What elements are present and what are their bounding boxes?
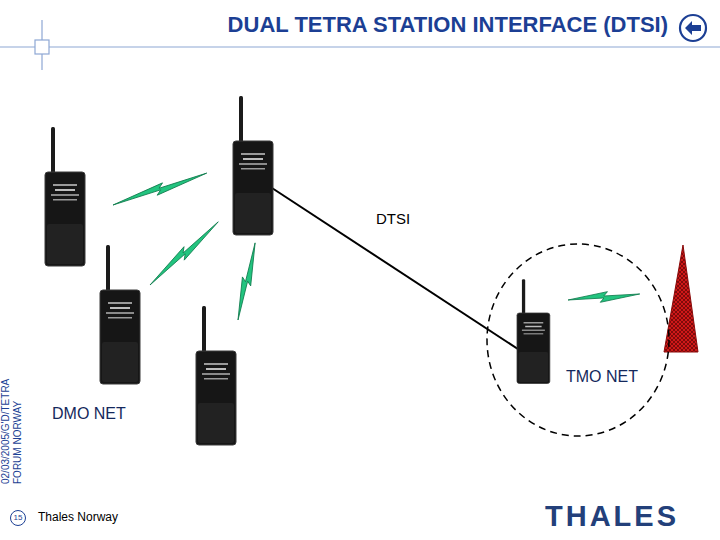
- back-button: [680, 15, 706, 41]
- zone-outline: [487, 244, 669, 436]
- zone-label: TMO NET: [566, 368, 638, 386]
- link-label: DTSI: [376, 210, 410, 227]
- radio-link: [233, 242, 260, 321]
- radio-terminal: [517, 279, 550, 383]
- footer-text: Thales Norway: [38, 510, 118, 524]
- radio-terminal: [196, 306, 236, 445]
- header-rule: [0, 46, 720, 47]
- radio-terminal: [45, 127, 85, 266]
- company-logo: THALES: [545, 500, 679, 533]
- dtsi-cable: [272, 188, 527, 355]
- slide-title: DUAL TETRA STATION INTERFACE (DTSI): [228, 12, 668, 38]
- radio-terminal: [233, 96, 273, 235]
- radio-terminal: [100, 245, 140, 384]
- side-note: 02/03/2005/G'D/TETRA FORUM NORWAY: [0, 366, 24, 484]
- radio-link: [111, 168, 208, 209]
- zone-outline: [486, 243, 670, 437]
- network-label: DMO NET: [52, 405, 126, 423]
- cross-mark: [35, 40, 49, 54]
- radio-link: [568, 289, 641, 305]
- page-number: 15: [8, 513, 28, 523]
- network-zone: TMO NET: [486, 243, 670, 437]
- radio-link: [147, 218, 222, 289]
